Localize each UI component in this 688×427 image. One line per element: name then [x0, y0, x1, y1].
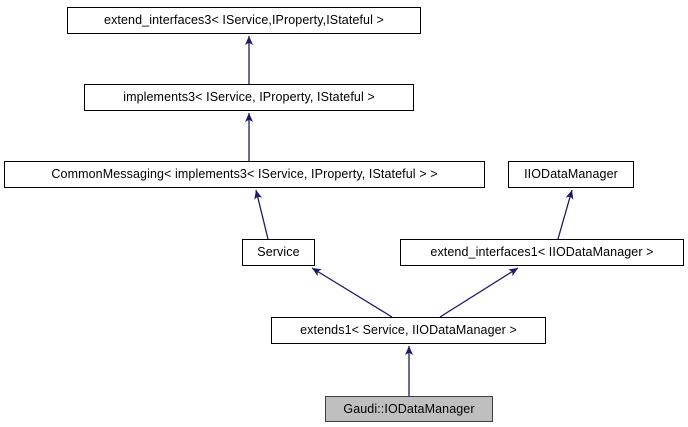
- class-node-label: Service: [257, 245, 300, 260]
- class-node-label: extends1< Service, IIODataManager >: [300, 323, 517, 338]
- inheritance-arrow: [254, 189, 269, 240]
- class-node-label: CommonMessaging< implements3< IService, …: [51, 167, 438, 182]
- inheritance-arrow: [439, 267, 519, 318]
- class-node-label: Gaudi::IODataManager: [343, 401, 475, 416]
- class-node-extend-interfaces3[interactable]: extend_interfaces3< IService,IProperty,I…: [67, 7, 421, 34]
- class-node-label: extend_interfaces1< IIODataManager >: [430, 245, 654, 260]
- class-node-label: extend_interfaces3< IService,IProperty,I…: [104, 13, 384, 28]
- class-node-label: implements3< IService, IProperty, IState…: [123, 90, 375, 105]
- class-node-service[interactable]: Service: [242, 239, 315, 266]
- class-node-extends1[interactable]: extends1< Service, IIODataManager >: [271, 317, 546, 344]
- class-node-implements3[interactable]: implements3< IService, IProperty, IState…: [84, 84, 414, 111]
- inheritance-arrow: [311, 267, 393, 318]
- class-node-label: IIODataManager: [524, 167, 618, 182]
- class-node-extend-interfaces1[interactable]: extend_interfaces1< IIODataManager >: [400, 239, 684, 266]
- class-node-gaudi-iodatamanager[interactable]: Gaudi::IODataManager: [325, 396, 493, 422]
- class-node-common-messaging[interactable]: CommonMessaging< implements3< IService, …: [4, 161, 485, 188]
- class-node-iiodatamanager[interactable]: IIODataManager: [508, 161, 634, 188]
- inheritance-arrow: [557, 189, 574, 240]
